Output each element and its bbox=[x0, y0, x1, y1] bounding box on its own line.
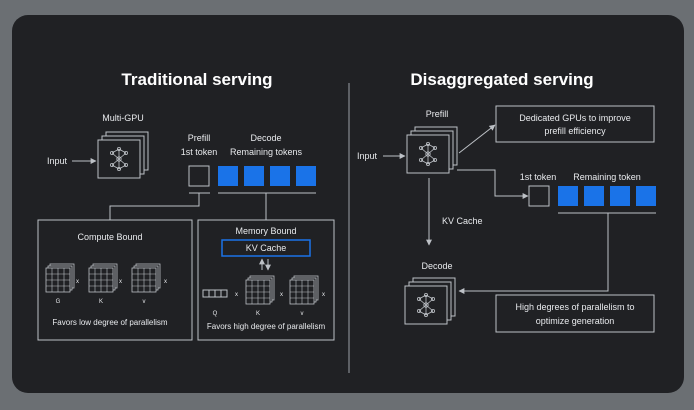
dedicated-note-arrow bbox=[458, 124, 496, 154]
disaggregated-kv-cache-label: KV Cache bbox=[442, 216, 483, 226]
disaggregated-token-3 bbox=[610, 186, 630, 206]
disaggregated-token-2 bbox=[584, 186, 604, 206]
parallel-note-line-2: optimize generation bbox=[536, 316, 615, 326]
traditional-token-1 bbox=[218, 166, 238, 186]
traditional-remaining-tokens-label: Remaining tokens bbox=[230, 147, 303, 157]
disaggregated-title: Disaggregated serving bbox=[410, 70, 593, 89]
compute-label-g: G bbox=[56, 299, 61, 305]
traditional-input-label: Input bbox=[47, 156, 68, 166]
compute-label-k: K bbox=[99, 299, 103, 305]
disaggregated-remaining-token-label: Remaining token bbox=[573, 172, 641, 182]
memory-times-3: x bbox=[322, 292, 325, 298]
memory-times-2: x bbox=[280, 292, 283, 298]
matrix-k-memory-icon bbox=[245, 275, 275, 305]
compute-times-1: x bbox=[76, 279, 79, 285]
traditional-token-4 bbox=[296, 166, 316, 186]
matrix-g-icon bbox=[45, 263, 75, 293]
dedicated-note-box bbox=[495, 105, 655, 143]
decode-gpu-stack-icon bbox=[404, 277, 456, 325]
compute-bound-caption: Favors low degree of parallelism bbox=[52, 318, 167, 327]
traditional-token-2 bbox=[244, 166, 264, 186]
matrix-v-icon bbox=[131, 263, 161, 293]
multi-gpu-stack-icon bbox=[97, 131, 149, 179]
traditional-decode-label: Decode bbox=[250, 133, 281, 143]
memory-label-q: Q bbox=[213, 311, 218, 317]
memory-bound-title: Memory Bound bbox=[235, 226, 296, 236]
disaggregated-prefill-label: Prefill bbox=[426, 109, 449, 119]
traditional-prefill-label: Prefill bbox=[188, 133, 211, 143]
traditional-kv-cache-box bbox=[221, 239, 311, 257]
traditional-kv-cache-label: KV Cache bbox=[246, 243, 287, 253]
matrix-v-memory-icon bbox=[289, 275, 319, 305]
memory-bound-caption: Favors high degree of parallelism bbox=[207, 322, 326, 331]
memory-label-v: v bbox=[301, 311, 304, 317]
prefill-gpu-stack-icon bbox=[406, 126, 458, 174]
compute-bound-title: Compute Bound bbox=[77, 232, 142, 242]
parallel-note-line-1: High degrees of parallelism to bbox=[515, 302, 634, 312]
memory-times-1: x bbox=[235, 292, 238, 298]
compute-label-v: v bbox=[143, 299, 146, 305]
tokens-to-decode-arrow bbox=[458, 213, 609, 294]
memory-bound-box bbox=[197, 219, 335, 341]
prefill-connector bbox=[109, 193, 200, 220]
compute-times-3: x bbox=[164, 279, 167, 285]
compute-times-2: x bbox=[119, 279, 122, 285]
memory-label-k: K bbox=[256, 311, 260, 317]
traditional-first-token-label: 1st token bbox=[181, 147, 218, 157]
traditional-first-token-box bbox=[188, 165, 210, 187]
disaggregated-token-1 bbox=[558, 186, 578, 206]
disaggregated-input-label: Input bbox=[357, 151, 378, 161]
prefill-to-token-arrow bbox=[457, 169, 529, 199]
parallel-note-box bbox=[495, 294, 655, 333]
disaggregated-first-token-box bbox=[528, 185, 550, 207]
multi-gpu-label: Multi-GPU bbox=[102, 113, 144, 123]
diagram-panel: Traditional serving Multi-GPU Input Pref… bbox=[12, 15, 684, 393]
matrix-k-icon bbox=[88, 263, 118, 293]
dedicated-note-line-2: prefill efficiency bbox=[544, 126, 606, 136]
diagram-canvas: Traditional serving Multi-GPU Input Pref… bbox=[37, 70, 656, 373]
compute-bound-box bbox=[37, 219, 193, 341]
dedicated-note-line-1: Dedicated GPUs to improve bbox=[519, 113, 631, 123]
disaggregated-decode-label: Decode bbox=[421, 261, 452, 271]
traditional-token-3 bbox=[270, 166, 290, 186]
query-vector-icon bbox=[202, 289, 228, 298]
disaggregated-first-token-label: 1st token bbox=[520, 172, 557, 182]
traditional-title: Traditional serving bbox=[121, 70, 272, 89]
disaggregated-token-4 bbox=[636, 186, 656, 206]
